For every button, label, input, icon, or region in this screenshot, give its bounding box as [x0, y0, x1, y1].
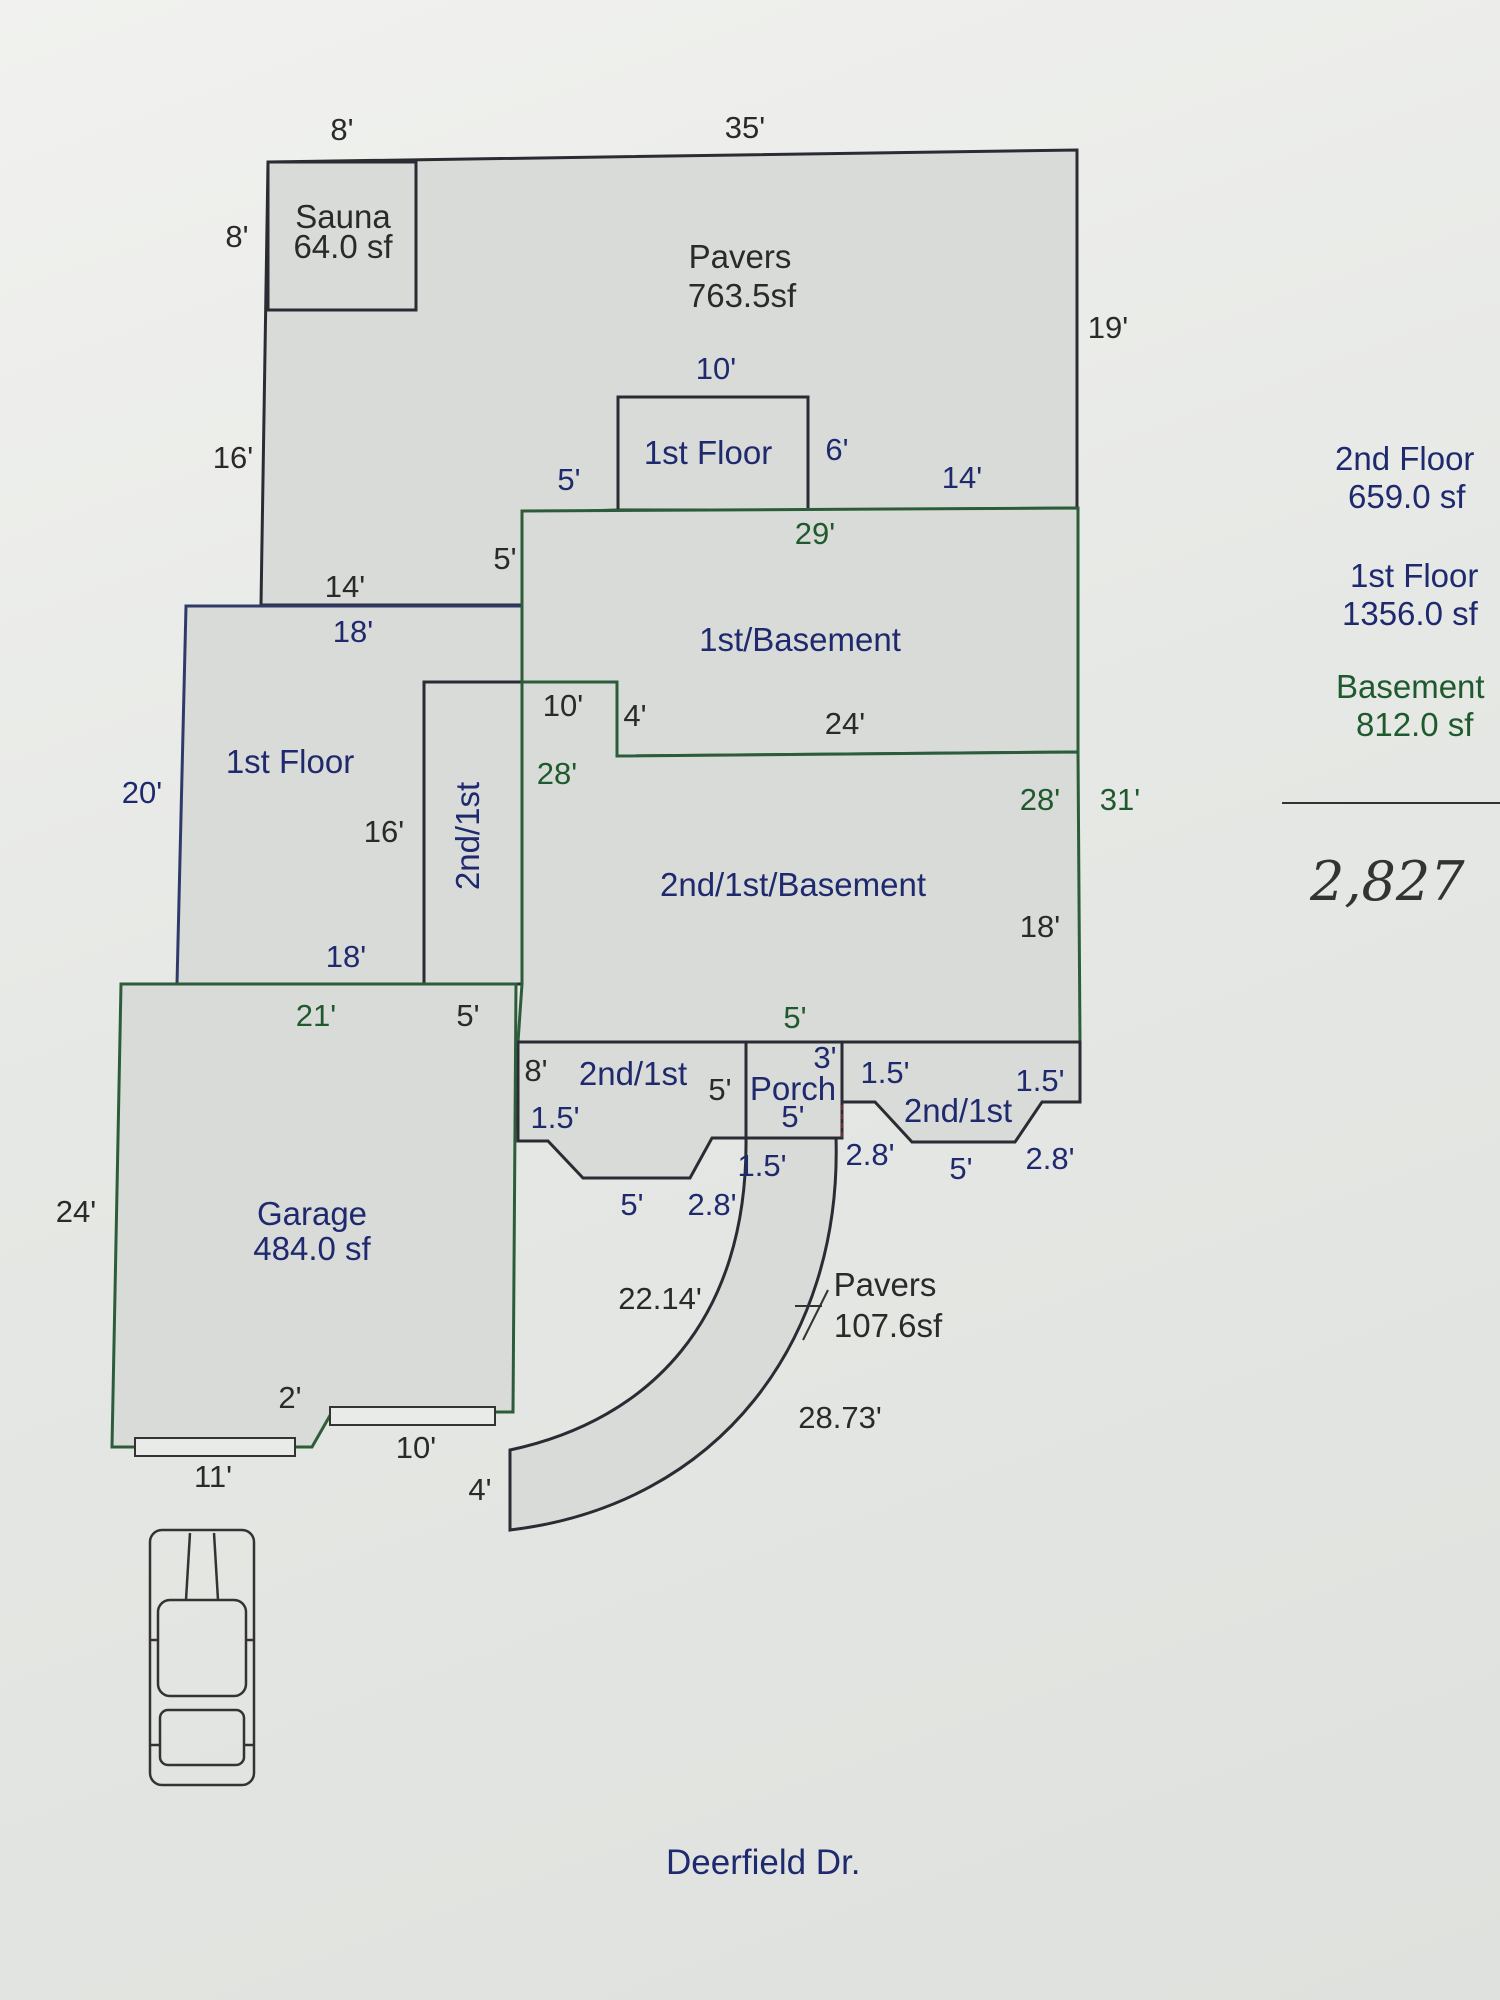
dim-thirtyone: 31' [1100, 782, 1140, 817]
pavers-front-label: Pavers [834, 1266, 937, 1303]
second-first-front-right-label: 2nd/1st [904, 1092, 1012, 1129]
dim-five-c: 5' [456, 998, 479, 1033]
first-floor-nook [616, 395, 810, 512]
dim-two8-c: 2.8' [687, 1187, 736, 1222]
summary-second-floor-label: 2nd Floor [1335, 440, 1475, 477]
dim-five-b: 5' [493, 541, 516, 576]
garage-door-large[interactable] [134, 1437, 296, 1457]
dim-one5-d: 1.5' [737, 1148, 786, 1183]
dim-twenty: 20' [122, 775, 162, 810]
second-first-basement-label: 2nd/1st/Basement [660, 866, 926, 903]
first-floor-nook-label: 1st Floor [644, 434, 772, 471]
pavers-pointer-slant [802, 1289, 829, 1341]
pavers-front-walkway [508, 1136, 838, 1532]
dim-sixteen-b: 16' [364, 814, 404, 849]
dim-eight-b: 8' [524, 1053, 547, 1088]
dim-eighteen-c: 18' [1020, 909, 1060, 944]
summary-first-floor-area: 1356.0 sf [1342, 595, 1478, 632]
summary-basement-label: Basement [1336, 668, 1485, 705]
second-first-front-right [840, 1040, 1082, 1144]
dim-right-19: 19' [1088, 310, 1128, 345]
summary-divider [1282, 802, 1500, 804]
street-name: Deerfield Dr. [666, 1843, 861, 1882]
garage-area-label: 484.0 sf [253, 1230, 371, 1267]
dim-sauna-left: 8' [225, 219, 248, 254]
dim-ten-c: 10' [396, 1430, 436, 1465]
summary-first-floor-label: 1st Floor [1350, 557, 1479, 594]
dim-ten-b: 10' [543, 688, 583, 723]
sauna-area: 64.0 sf [293, 228, 393, 265]
dim-twentytwo14: 22.14' [618, 1281, 702, 1316]
dim-four-a: 4' [623, 698, 646, 733]
dim-two8-a: 2.8' [845, 1137, 894, 1172]
total-handwritten: 2,827 [1310, 850, 1465, 913]
garage-label: Garage [257, 1195, 367, 1232]
dim-eighteen-a: 18' [333, 614, 373, 649]
dim-twentyeight-a: 28' [537, 756, 577, 791]
dim-eleven: 11' [194, 1459, 232, 1494]
pavers-back-area-label: 763.5sf [688, 277, 797, 314]
summary-basement-area: 812.0 sf [1356, 706, 1474, 743]
dim-twentyfour-a: 24' [825, 706, 865, 741]
dim-five-e: 5' [708, 1072, 731, 1107]
dim-twentyeight-b: 28' [1020, 782, 1060, 817]
dim-top-35: 35' [725, 110, 765, 145]
summary-second-floor-area: 659.0 sf [1348, 478, 1466, 515]
dim-nook-top-10: 10' [696, 351, 736, 386]
sauna-room [266, 160, 418, 312]
garage-door-small[interactable] [329, 1406, 496, 1426]
second-first-strip [422, 680, 524, 986]
dim-eighteen-b: 18' [326, 939, 366, 974]
dim-twentyeight73: 28.73' [798, 1400, 882, 1435]
dim-five-a: 5' [557, 462, 580, 497]
dim-left-16: 16' [213, 440, 253, 475]
dim-twentyfour-b: 24' [56, 1194, 96, 1229]
dim-five-d: 5' [783, 1000, 806, 1035]
pavers-back-label: Pavers [689, 238, 792, 275]
dim-sauna-top: 8' [330, 112, 353, 147]
dim-fourteen-a: 14' [942, 460, 982, 495]
dim-two8-b: 2.8' [1025, 1141, 1074, 1176]
first-floor-left-label: 1st Floor [226, 743, 354, 780]
dim-nook-right-6: 6' [825, 432, 848, 467]
dim-twentynine: 29' [795, 516, 835, 551]
second-first-front-left-label: 2nd/1st [579, 1055, 687, 1092]
dim-four-b: 4' [468, 1472, 491, 1507]
dim-twentyone: 21' [296, 998, 336, 1033]
dim-fourteen-b: 14' [325, 569, 365, 604]
dim-five-f: 5' [781, 1099, 804, 1134]
dim-five-g: 5' [949, 1151, 972, 1186]
dim-one5-b: 1.5' [860, 1055, 909, 1090]
dim-five-h: 5' [620, 1187, 643, 1222]
dim-three: 3' [813, 1040, 836, 1075]
second-first-strip-label: 2nd/1st [449, 782, 486, 890]
dim-one5-c: 1.5' [1015, 1063, 1064, 1098]
car-icon [148, 1528, 256, 1787]
second-first-basement-room [516, 680, 1082, 1044]
sauna-label: Sauna [295, 198, 391, 235]
dim-two: 2' [278, 1380, 301, 1415]
first-basement-label: 1st/Basement [699, 621, 901, 658]
porch-label: Porch [750, 1070, 836, 1107]
dim-one5-a: 1.5' [530, 1100, 579, 1135]
pavers-front-area-label: 107.6sf [834, 1307, 943, 1344]
